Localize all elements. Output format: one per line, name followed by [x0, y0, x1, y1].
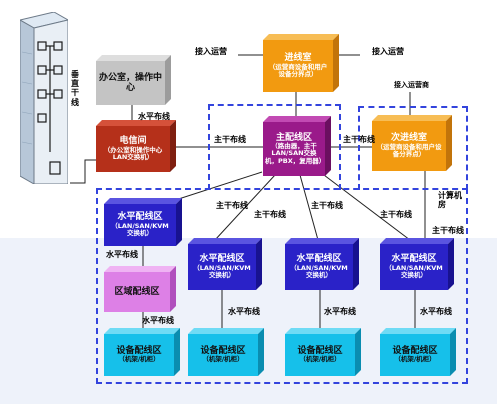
eda-1-subtitle: （机架/机柜） — [118, 355, 160, 364]
secondary-entrance-title: 次进线室 — [390, 133, 427, 144]
eda-2-subtitle: （机架/机柜） — [202, 355, 244, 364]
label-horizontal-office: 水平布线 — [138, 112, 170, 121]
hda-3-title: 水平配线区 — [296, 254, 342, 265]
telecom-cube — [96, 120, 176, 172]
horizontal-distribution-area-3: 水平配线区 （LAN/SAN/KVM 交换机） — [285, 238, 359, 290]
eda-1-cube — [104, 328, 180, 376]
eda-3-cube — [285, 328, 361, 376]
entrance-subtitle: （运营商设备和用户设备分界点） — [268, 62, 328, 79]
vertical-backbone-label: 垂直干线 — [71, 70, 79, 107]
mda-cube — [263, 116, 331, 176]
label-backbone-5: 主干布线 — [432, 226, 464, 235]
hda-2-subtitle: （LAN/SAN/KVM 交换机） — [193, 263, 251, 280]
label-horizontal-eda1: 水平布线 — [142, 316, 174, 325]
label-horizontal-eda2: 水平布线 — [228, 307, 260, 316]
office-block: 办公室，操作中心 — [96, 55, 171, 105]
secondary-entrance-cube — [372, 115, 452, 171]
hda-1-title: 水平配线区 — [117, 212, 163, 223]
equipment-distribution-area-2: 设备配线区 （机架/机柜） — [188, 328, 264, 376]
horizontal-distribution-area-4: 水平配线区 （LAN/SAN/KVM 交换机） — [380, 238, 454, 290]
mda-subtitle: （路由器，主干LAN/SAN交换机，PBX，复用器） — [265, 141, 326, 165]
horizontal-distribution-area-2: 水平配线区 （LAN/SAN/KVM 交换机） — [188, 238, 262, 290]
label-computer-room: 计算机房 — [438, 191, 462, 209]
eda-2-title: 设备配线区 — [200, 346, 246, 357]
zda-title: 区域配线区 — [114, 286, 160, 297]
label-backbone-2: 主干布线 — [254, 210, 286, 219]
hda-3-subtitle: （LAN/SAN/KVM 交换机） — [290, 263, 348, 280]
hda-4-subtitle: （LAN/SAN/KVM 交换机） — [385, 263, 443, 280]
eda-4-cube — [380, 328, 456, 376]
label-horizontal-eda4: 水平布线 — [420, 307, 452, 316]
eda-3-subtitle: （机架/机柜） — [299, 355, 341, 364]
label-horizontal-zone: 水平布线 — [106, 250, 138, 259]
eda-2-cube — [188, 328, 264, 376]
telecom-title: 电信间 — [119, 136, 147, 147]
building-icon — [18, 11, 70, 185]
building-illustration — [18, 11, 70, 185]
label-backbone-4: 主干布线 — [380, 210, 412, 219]
label-access-right: 接入运营 — [372, 47, 404, 56]
entrance-title: 进线室 — [284, 53, 312, 64]
telecom-room-block: 电信间 （办公室和操作中心LAN交换机） — [96, 120, 176, 172]
entrance-room-block: 进线室 （运营商设备和用户设备分界点） — [263, 34, 339, 92]
label-backbone-3: 主干布线 — [311, 201, 343, 210]
equipment-distribution-area-4: 设备配线区 （机架/机柜） — [380, 328, 456, 376]
eda-1-title: 设备配线区 — [116, 346, 162, 357]
horizontal-distribution-area-1: 水平配线区 （LAN/SAN/KVM 交换机） — [104, 198, 182, 246]
eda-4-subtitle: （机架/机柜） — [394, 355, 436, 364]
mda-boundary — [208, 104, 341, 190]
entrance-cube — [263, 34, 339, 92]
main-distribution-area: 主配线区 （路由器，主干LAN/SAN交换机，PBX，复用器） — [263, 116, 331, 176]
eda-4-title: 设备配线区 — [392, 346, 438, 357]
hda-4-title: 水平配线区 — [391, 254, 437, 265]
office-cube — [96, 55, 171, 105]
office-title: 办公室，操作中心 — [98, 72, 162, 93]
eda-3-title: 设备配线区 — [297, 346, 343, 357]
hda-3-cube — [285, 238, 359, 290]
zone-distribution-area: 区域配线区 — [104, 266, 176, 312]
label-backbone-telecom: 主干布线 — [214, 135, 246, 144]
hda-2-title: 水平配线区 — [199, 254, 245, 265]
mda-title: 主配线区 — [275, 132, 312, 143]
secondary-entrance-block: 次进线室 （运营商设备和用户设备分界点） — [372, 115, 452, 171]
secondary-entrance-subtitle: （运营商设备和用户设备分界点） — [376, 142, 442, 159]
label-access-left: 接入运营 — [195, 47, 227, 56]
hda-1-cube — [104, 198, 182, 246]
hda-2-cube — [188, 238, 262, 290]
label-backbone-secondary: 主干布线 — [343, 135, 375, 144]
secondary-entrance-boundary — [358, 106, 468, 190]
label-backbone-1: 主干布线 — [216, 201, 248, 210]
computer-room-boundary — [96, 188, 468, 384]
zda-cube — [104, 266, 176, 312]
telecom-subtitle: （办公室和操作中心LAN交换机） — [103, 145, 163, 162]
label-horizontal-eda3: 水平布线 — [324, 307, 356, 316]
equipment-distribution-area-3: 设备配线区 （机架/机柜） — [285, 328, 361, 376]
equipment-distribution-area-1: 设备配线区 （机架/机柜） — [104, 328, 180, 376]
hda-1-subtitle: （LAN/SAN/KVM 交换机） — [111, 221, 169, 238]
label-access-secondary: 接入运营商 — [394, 81, 429, 89]
hda-4-cube — [380, 238, 454, 290]
